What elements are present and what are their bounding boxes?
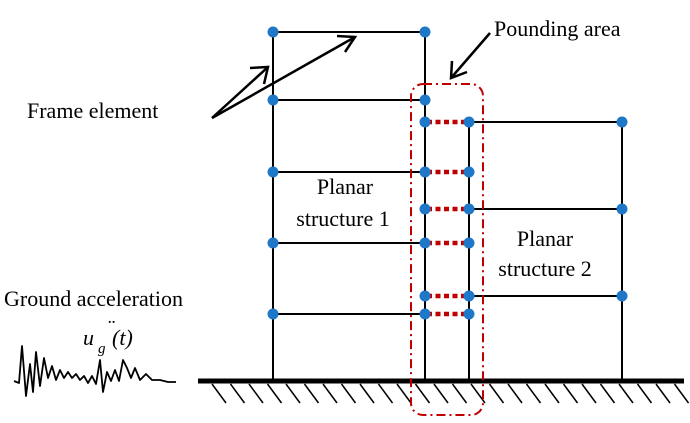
symbol-argument: (t) [112, 325, 133, 350]
node [463, 203, 475, 215]
pounding-area-label: Pounding area [494, 16, 621, 41]
hatch-mark [303, 383, 320, 404]
frame-element-label: Frame element [27, 98, 158, 123]
hatch-mark [525, 383, 542, 404]
node [463, 290, 475, 302]
node [267, 237, 279, 249]
ground-acceleration-label: Ground acceleration [4, 286, 183, 311]
node [463, 116, 475, 128]
hatch-mark [562, 383, 579, 404]
node [419, 26, 431, 38]
structure2-label-line1: Planar [517, 226, 574, 251]
node [616, 290, 628, 302]
hatch-mark [414, 383, 431, 404]
node [463, 237, 475, 249]
node [419, 290, 431, 302]
node [616, 203, 628, 215]
hatch-mark [544, 383, 560, 404]
node [419, 203, 431, 215]
hatch-mark [229, 383, 246, 404]
hatch-mark [636, 383, 653, 404]
hatch-mark [673, 383, 690, 404]
hatch-mark [618, 383, 634, 404]
hatch-mark [433, 383, 449, 404]
structure2-label-line2: structure 2 [498, 256, 591, 281]
hatch-mark [581, 383, 597, 404]
ground-hatching [211, 383, 690, 404]
node [267, 166, 279, 178]
node [267, 94, 279, 106]
frame-element-arrowhead-upper [336, 34, 358, 53]
hatch-mark [322, 383, 338, 404]
pounding-links [427, 119, 467, 317]
structure1-label-line2: structure 1 [296, 206, 389, 231]
frame-element-arrow-lower [211, 66, 269, 119]
frame-element-arrows [211, 34, 358, 120]
hatch-mark [507, 383, 523, 404]
node [419, 94, 431, 106]
node [419, 116, 431, 128]
pounding-area-arrow-shaft [450, 32, 491, 79]
structure1-label-line1: Planar [317, 174, 374, 199]
node [419, 166, 431, 178]
hatch-mark [396, 383, 412, 404]
hatch-mark [266, 383, 283, 404]
pounding-area-arrow [449, 32, 491, 80]
hatch-mark [211, 383, 227, 404]
hatch-mark [285, 383, 301, 404]
hatch-mark [377, 383, 394, 404]
hatch-mark [248, 383, 264, 404]
planar-structure-2-frame [468, 121, 623, 381]
ground [198, 378, 690, 404]
node [616, 116, 628, 128]
hatch-mark [488, 383, 505, 404]
hatch-mark [470, 383, 486, 404]
symbol-subscript-g: g [98, 341, 106, 357]
pounding-area-boundary [410, 83, 484, 416]
hatch-mark [359, 383, 375, 404]
frame-element-arrowhead-lower [249, 65, 270, 85]
node [463, 166, 475, 178]
node [267, 26, 279, 38]
symbol-double-dot: ¨ [108, 315, 115, 340]
nodes [267, 26, 628, 320]
node [267, 308, 279, 320]
hatch-mark [655, 383, 671, 404]
frame-element-arrow-upper [211, 35, 356, 120]
ground-acceleration-record-icon [13, 345, 176, 397]
symbol-u: u [83, 325, 94, 350]
hatch-mark [599, 383, 616, 404]
ground-acceleration-symbol: u g ¨ (t) [83, 315, 133, 357]
hatch-mark [340, 383, 357, 404]
node [419, 308, 431, 320]
planar-structure-1-frame [272, 31, 426, 381]
node [463, 308, 475, 320]
node [419, 237, 431, 249]
hatch-mark [451, 383, 468, 404]
pounding-area-arrowhead [449, 60, 468, 80]
